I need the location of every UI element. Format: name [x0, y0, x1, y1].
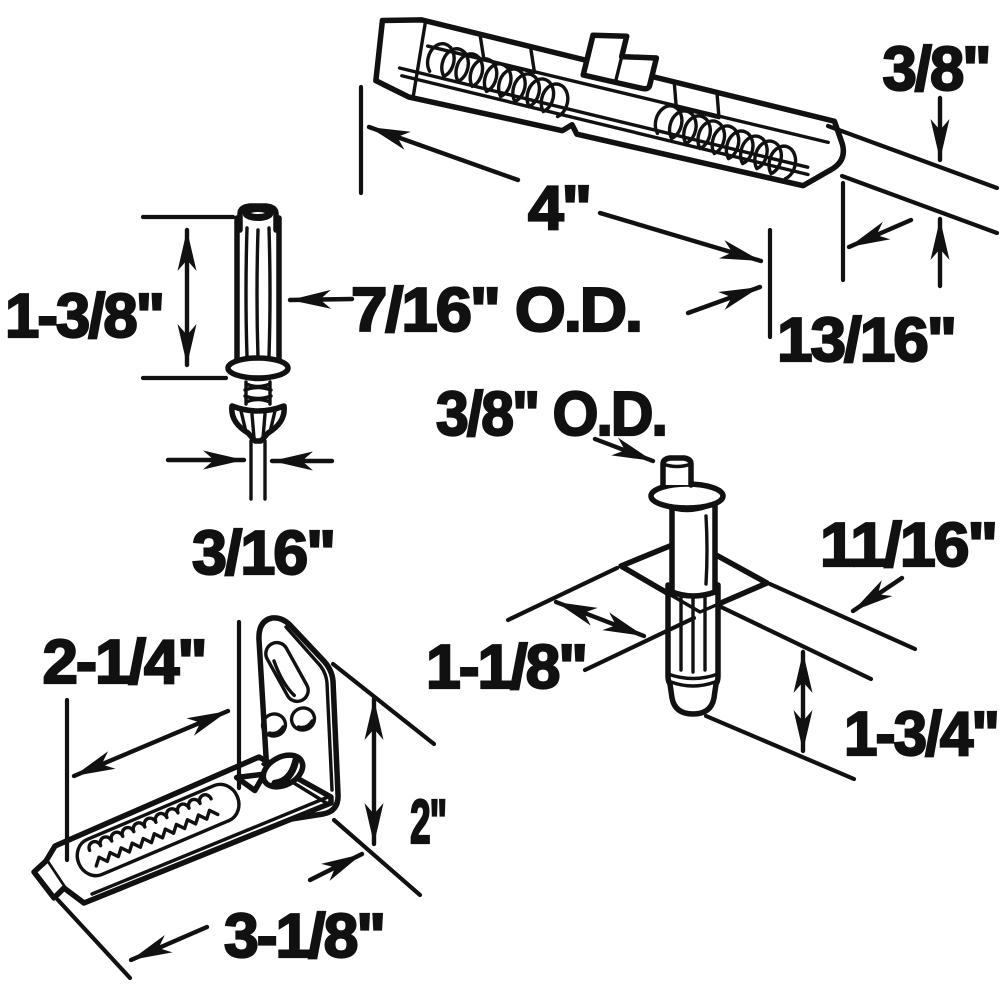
- pivot-neck-highlight: [704, 514, 709, 586]
- bracket-screw-hole-left: [260, 712, 288, 738]
- snugger-wall-slot-right: [672, 80, 721, 120]
- pivot-plate-front-edges: [619, 564, 769, 614]
- pivot-neck: [669, 502, 718, 599]
- dim-label-track-length: 4": [528, 174, 590, 243]
- extension-line: [55, 897, 133, 981]
- snugger-left-face-edge: [411, 19, 428, 98]
- dimension-arrow: [597, 210, 764, 264]
- bracket-oblong-slot: [264, 640, 310, 704]
- dim-label-bottom-pivot-offset: 11/16": [820, 511, 996, 580]
- serration-teeth: [94, 808, 220, 868]
- extension-line: [703, 713, 857, 782]
- hole-outline: [260, 712, 288, 738]
- bracket-screw: [233, 752, 306, 794]
- pin-washer-rim: [226, 369, 290, 382]
- dimension-double-arrow: [71, 708, 231, 779]
- dim-top-pivot-od: 7/16" O.D.: [287, 275, 644, 346]
- dim-label-top-pivot-length: 1-3/8": [5, 282, 163, 351]
- hole-outline: [289, 706, 317, 732]
- dim-bottom-pivot-od: 3/8" O.D.: [435, 379, 669, 464]
- pin-flutes: [244, 226, 272, 360]
- bracket-part: [31, 615, 341, 906]
- bracket-plate-thickness-edge: [284, 625, 334, 792]
- slot-outline: [264, 640, 310, 704]
- dim-bottom-pivot-plate: 1-1/8": [425, 565, 697, 703]
- dim-label-track-end-offset: 13/16": [777, 306, 955, 375]
- hole-shade: [296, 719, 314, 730]
- dim-label-track-height: 3/8": [883, 35, 990, 104]
- dim-top-pivot-shaft: 3/16": [165, 450, 337, 589]
- dimension-arrow: [846, 217, 914, 250]
- pin-shaft: [249, 439, 267, 501]
- extension-line: [716, 603, 874, 682]
- dimension-arrow: [307, 851, 365, 883]
- dim-track-length: 4": [358, 84, 773, 340]
- serration-scallops: [87, 793, 213, 853]
- extension-line: [582, 615, 697, 673]
- dimension-arrow: [366, 124, 521, 183]
- bottom-pivot-pin-part: [618, 455, 770, 717]
- extension-line: [505, 565, 620, 623]
- track-snugger-part: [373, 17, 847, 189]
- hole-shade: [267, 725, 285, 736]
- dim-track-height: 3/8": [825, 34, 1000, 289]
- pivot-shaft-band: [666, 672, 720, 688]
- extension-line: [767, 581, 918, 652]
- pivot-stub-top-edge: [661, 462, 693, 469]
- pivot-flange-rim: [649, 497, 725, 513]
- extension-line: [839, 173, 1000, 236]
- bracket-screw-hole-right: [289, 706, 317, 732]
- dim-label-top-pivot-shaft: 3/16": [192, 519, 334, 588]
- extension-line: [330, 661, 437, 747]
- top-pivot-pin-part: [225, 203, 291, 501]
- pin-flare-collar: [229, 403, 287, 444]
- dim-label-bottom-pivot-plate: 1-1/8": [426, 633, 586, 702]
- pin-collar-ribs: [239, 409, 277, 440]
- screw-slot: [271, 757, 300, 787]
- pin-cap-ring: [242, 205, 274, 221]
- dim-top-pivot-length: 1-3/8": [4, 214, 236, 381]
- dim-label-top-pivot-od: 7/16" O.D.: [351, 276, 641, 345]
- dim-bracket-slot-length: 2-1/4": [41, 619, 242, 863]
- dimension-arrow: [592, 436, 656, 464]
- slot-inner-line: [272, 659, 296, 698]
- dimension-arrow: [850, 575, 905, 614]
- pivot-top-stub: [660, 455, 694, 488]
- dimension-double-arrow: [553, 599, 647, 639]
- snugger-tab-edge: [614, 54, 624, 82]
- screw-tip: [233, 771, 268, 794]
- dim-bottom-pivot-length: 1-3/4": [703, 649, 1000, 782]
- pin-thread: [243, 380, 273, 406]
- dimension-arrow: [685, 284, 763, 316]
- dim-label-bracket-length: 3-1/8": [224, 902, 384, 971]
- dim-label-bottom-pivot-od: 3/8" O.D.: [436, 380, 666, 449]
- dim-label-bracket-slot-length: 2-1/4": [43, 628, 206, 697]
- dim-label-bracket-height: 2": [410, 788, 446, 857]
- dimension-arrow: [128, 924, 210, 963]
- serrated-slot-outline: [75, 782, 241, 878]
- bracket-serrated-slot: [75, 782, 241, 878]
- dim-track-end-offset: 13/16": [685, 180, 958, 376]
- bracket-lip: [31, 858, 67, 901]
- bracket-leg-hem: [90, 795, 330, 896]
- dimension-arrow: [287, 289, 355, 309]
- extension-line: [825, 123, 1000, 191]
- dim-bottom-pivot-offset: 11/16": [716, 510, 999, 682]
- snugger-wall-slot-left: [478, 32, 537, 74]
- extension-line: [331, 817, 423, 898]
- dim-bracket-height: 2": [330, 661, 449, 898]
- dim-bracket-length: 3-1/8": [55, 851, 387, 981]
- dim-label-bottom-pivot-length: 1-3/4": [844, 700, 998, 769]
